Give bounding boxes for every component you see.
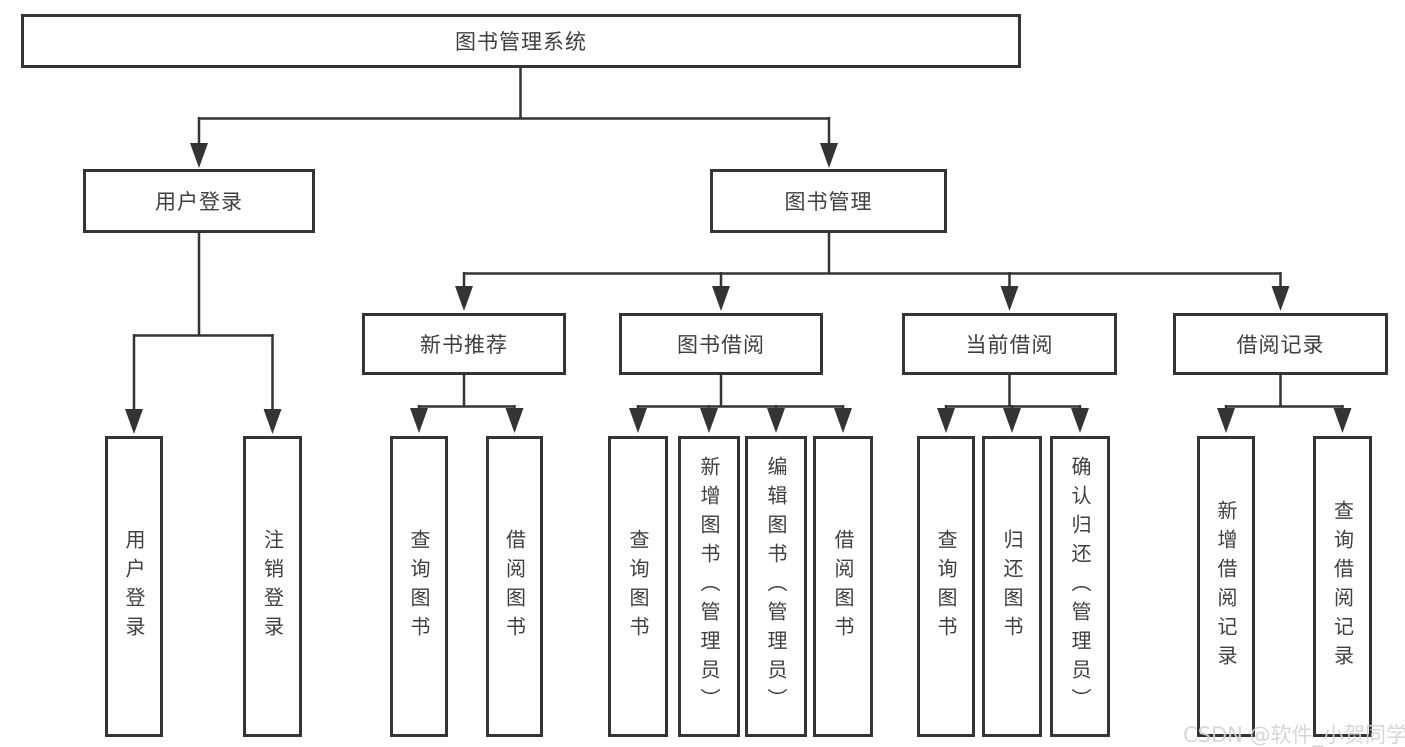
connector-current-borrow-to-leaves	[944, 374, 1082, 411]
node-book-borrowing-label: 图书借阅	[677, 333, 765, 357]
connector-book-mgmt-to-sections	[462, 231, 1282, 288]
connector-borrow-records-to-leaves	[1224, 374, 1344, 411]
connector-new-book-to-leaves	[417, 374, 516, 411]
leaf-edit-book-admin-label: 编辑图书（管理员）	[764, 456, 788, 717]
leaf-query-books-current-label: 查询图书	[934, 528, 958, 645]
node-book-management: 图书管理	[710, 169, 947, 233]
leaf-query-borrow-record-label: 查询借阅记录	[1330, 499, 1355, 674]
node-borrow-records-label: 借阅记录	[1236, 333, 1325, 357]
leaf-borrow-books-recommend: 借阅图书	[486, 436, 543, 737]
connector-root-to-level2	[197, 67, 831, 145]
node-new-book-recommend: 新书推荐	[362, 313, 566, 375]
leaf-logout-label: 注销登录	[260, 528, 285, 645]
leaf-query-books-borrowing-label: 查询图书	[626, 528, 650, 645]
leaf-edit-book-admin: 编辑图书（管理员）	[745, 436, 807, 737]
node-user-login-label: 用户登录	[155, 190, 243, 214]
node-current-borrowing: 当前借阅	[902, 313, 1117, 375]
node-book-borrowing: 图书借阅	[619, 313, 823, 375]
leaf-logout: 注销登录	[243, 436, 302, 737]
leaf-borrow-books-borrowing-label: 借阅图书	[831, 528, 855, 645]
leaf-user-login-label: 用户登录	[122, 528, 146, 645]
node-user-login: 用户登录	[83, 169, 315, 233]
node-root: 图书管理系统	[21, 14, 1021, 68]
leaf-add-borrow-record-label: 新增借阅记录	[1214, 499, 1238, 674]
leaf-query-books-recommend: 查询图书	[390, 436, 448, 737]
leaf-return-books: 归还图书	[982, 436, 1042, 737]
csdn-watermark: CSDN @软件_小贺同学	[1183, 723, 1405, 747]
leaf-add-borrow-record: 新增借阅记录	[1197, 436, 1255, 737]
leaf-confirm-return-admin: 确认归还（管理员）	[1050, 436, 1110, 737]
leaf-borrow-books-recommend-label: 借阅图书	[502, 528, 527, 645]
leaf-query-books-current: 查询图书	[917, 436, 975, 737]
node-current-borrowing-label: 当前借阅	[965, 333, 1054, 357]
leaf-add-book-admin-label: 新增图书（管理员）	[697, 456, 721, 717]
leaf-confirm-return-admin-label: 确认归还（管理员）	[1068, 456, 1092, 717]
leaf-add-book-admin: 新增图书（管理员）	[678, 436, 740, 737]
node-book-management-label: 图书管理	[784, 190, 873, 214]
node-borrow-records: 借阅记录	[1173, 313, 1388, 375]
leaf-query-books-recommend-label: 查询图书	[407, 528, 431, 645]
leaf-user-login: 用户登录	[105, 436, 163, 737]
connector-user-login-to-leaves	[132, 231, 274, 411]
leaf-query-borrow-record: 查询借阅记录	[1313, 436, 1372, 737]
node-root-label: 图书管理系统	[455, 30, 587, 54]
node-new-book-recommend-label: 新书推荐	[420, 333, 508, 357]
leaf-return-books-label: 归还图书	[1000, 528, 1024, 645]
connector-book-borrow-to-leaves	[636, 374, 845, 411]
leaf-query-books-borrowing: 查询图书	[608, 436, 668, 737]
leaf-borrow-books-borrowing: 借阅图书	[813, 436, 873, 737]
arrowheads	[125, 143, 1352, 434]
